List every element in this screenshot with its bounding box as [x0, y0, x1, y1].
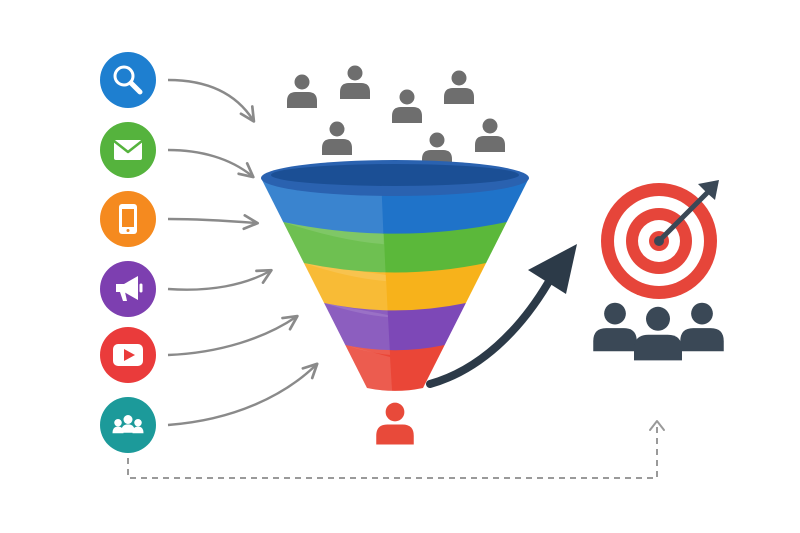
prospect-person-icon [340, 65, 370, 99]
prospect-person-icon [444, 70, 474, 104]
prospect-person-icon [287, 74, 317, 108]
arrow-community [167, 362, 319, 427]
audience-person-icon [593, 302, 637, 352]
community-source [100, 397, 156, 453]
funnel-stage [345, 345, 445, 394]
converted-person-icon [376, 402, 414, 445]
target-icon [601, 180, 719, 299]
smartphone-icon [119, 204, 137, 234]
funnel-stage [283, 222, 507, 282]
funnel-opening [271, 164, 519, 186]
smartphone-source [100, 191, 156, 247]
arrow-email [167, 148, 255, 179]
search-source [100, 52, 156, 108]
growth-arrow [426, 244, 577, 388]
megaphone-source [100, 261, 156, 317]
group-icon [593, 302, 724, 361]
search-icon [113, 65, 143, 95]
source-arrows [167, 78, 319, 427]
prospect-person-icon [392, 89, 422, 123]
community-icon [112, 415, 144, 434]
video-play-icon [113, 344, 143, 366]
envelope-icon [112, 139, 144, 160]
video-play-source [100, 327, 156, 383]
funnel-stage [303, 263, 487, 318]
prospect-person-icon [475, 118, 505, 152]
envelope-source [100, 122, 156, 178]
prospect-people [287, 65, 505, 166]
prospect-person-icon [322, 121, 352, 155]
funnel-stage [324, 303, 466, 355]
arrow-search [167, 78, 256, 123]
arrow-video [167, 314, 299, 357]
arrow-megaphone [167, 268, 273, 291]
arrow-mobile [167, 214, 260, 231]
dashed-feedback-line [127, 425, 658, 479]
source-icons [100, 52, 156, 453]
funnel [261, 160, 529, 394]
audience-person-icon [680, 302, 724, 352]
converted-customer-icon [376, 402, 414, 445]
megaphone-icon [116, 276, 143, 301]
dashed-line-arrowhead [649, 420, 665, 431]
audience-person-icon [634, 306, 682, 361]
